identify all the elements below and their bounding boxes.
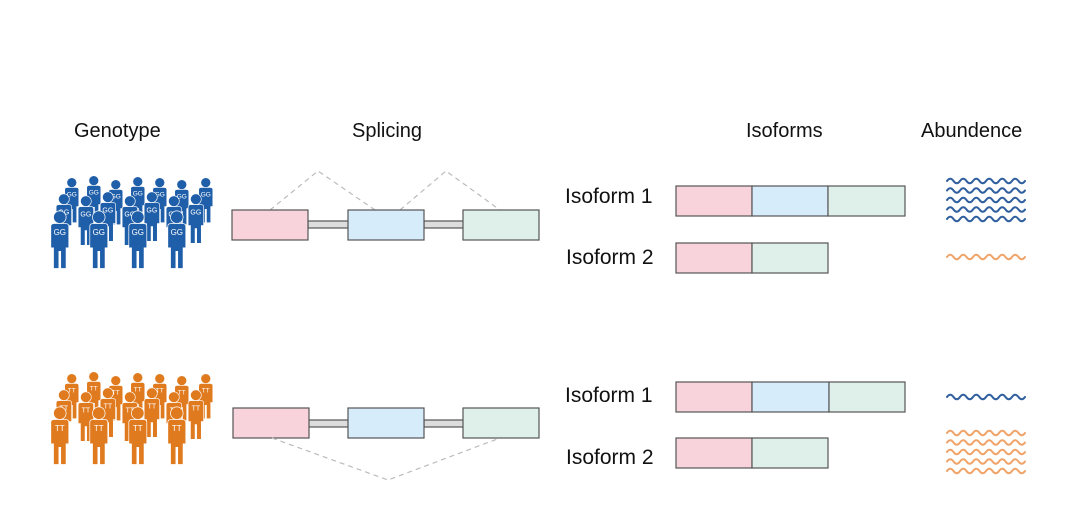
genotype-letters: TT [133,424,143,433]
header-splicing: Splicing [352,120,423,142]
genotype-letters: GG [132,228,144,237]
genotype-letters: TT [172,424,182,433]
exon-2 [347,209,425,241]
exon-1 [231,209,309,241]
abundance-wave [946,177,1026,185]
isoform-1-label-gg: Isoform 1 [565,185,653,208]
genotype-letters: TT [148,403,157,410]
genotype-letters: GG [201,191,211,198]
isoform-2-bar-gg [675,242,829,274]
abundance-wave [946,187,1026,194]
intron-line [423,220,465,229]
abundance-wave [946,196,1026,204]
genotype-letters: TT [82,407,91,414]
genotype-letters: TT [156,387,164,394]
genotype-letters: TT [192,405,201,412]
abundance-wave [946,467,1026,475]
genotype-letters: GG [177,193,187,200]
isoform-2-bar-tt [675,437,829,469]
abundance-wave [946,458,1026,465]
exon-2 [347,407,425,439]
header-isoforms: Isoforms [746,120,823,142]
abundance-wave [946,393,1026,401]
genotype-letters: TT [55,424,65,433]
abundance-wave [946,429,1026,437]
genotype-letters: GG [190,209,201,216]
intron-line [307,220,351,229]
abundance-wave [946,448,1026,456]
genotype-letters: GG [89,189,99,196]
genotype-letters: GG [146,207,157,214]
abundance-wave [946,215,1026,223]
genotype-letters: TT [90,385,98,392]
genotype-letters: GG [111,193,121,200]
splicing-diagram-tt [232,407,540,481]
genotype-letters: GG [67,191,77,198]
genotype-tt-crowd: TTTTTTTTTTTTTTTTTTTTTTTTTTTTTTTTTTTT [50,371,214,466]
isoform-2-label-gg: Isoform 2 [566,246,654,269]
header-abundance: Abundence [921,120,1023,142]
genotype-letters: GG [102,207,113,214]
isoform-1-bar-tt [675,381,906,413]
genotype-letters: GG [171,228,183,237]
genotype-gg-crowd: GGGGGGGGGGGGGGGGGGGGGGGGGGGGGGGGGGGG [50,175,214,270]
isoform-1-label-tt: Isoform 1 [565,384,653,407]
genotype-letters: GG [93,228,105,237]
splicing-diagram-gg [231,170,540,241]
intron-line [307,419,351,428]
abundance-wave [946,253,1026,261]
splice-arc [399,170,501,211]
exon-3 [462,209,540,241]
genotype-letters: TT [112,389,120,396]
header-genotype: Genotype [74,120,161,142]
genotype-letters: GG [80,211,91,218]
genotype-letters: TT [68,387,76,394]
splice-arc [271,437,501,481]
genotype-letters: TT [126,407,135,414]
genotype-letters: TT [94,424,104,433]
exon-1 [232,407,310,439]
abundance-wave [946,206,1026,213]
genotype-letters: GG [54,228,66,237]
genotype-letters: GG [133,190,143,197]
genotype-letters: TT [178,389,186,396]
isoform-2-label-tt: Isoform 2 [566,446,654,469]
exon-3 [462,407,540,439]
genotype-letters: TT [104,403,113,410]
abundance-wave [946,439,1026,446]
intron-line [423,419,465,428]
genotype-letters: TT [134,386,142,393]
genotype-letters: TT [202,387,210,394]
abundance-waves [946,177,1026,475]
splice-arc [269,170,376,211]
genotype-letters: GG [124,211,135,218]
isoform-1-bar-gg [675,185,906,217]
genotype-letters: GG [155,191,165,198]
